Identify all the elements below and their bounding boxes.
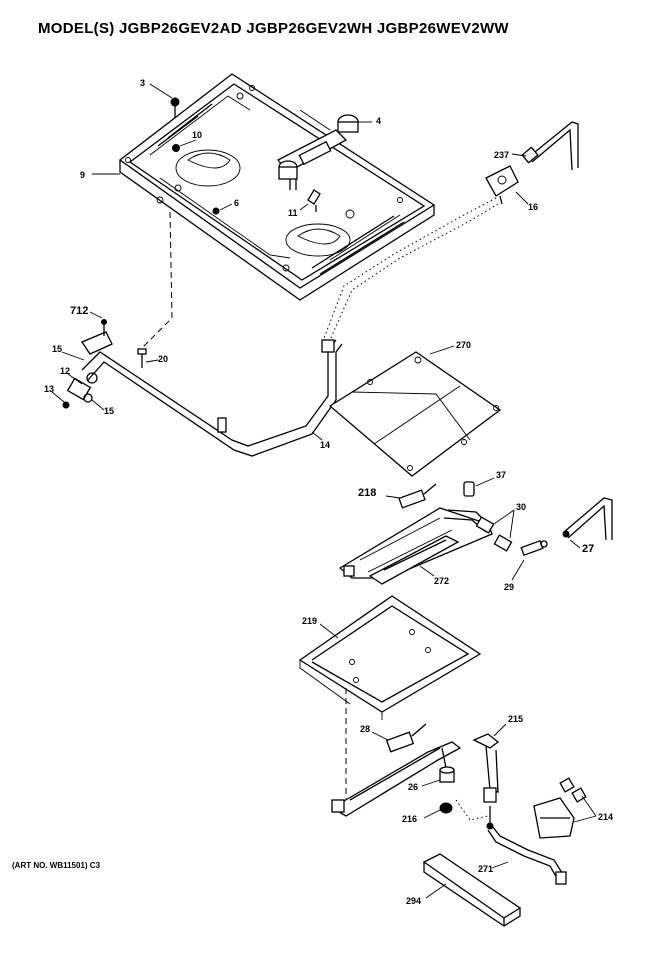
leader-lines [51, 83, 597, 899]
callout-270: 270 [456, 340, 471, 350]
callout-15-lower: 15 [104, 406, 114, 416]
burner-support-pan [118, 73, 436, 301]
orifice-tube-237 [485, 121, 579, 205]
callout-13: 13 [44, 384, 54, 394]
callout-16: 16 [528, 202, 538, 212]
callout-10: 10 [192, 130, 202, 140]
callout-26: 26 [408, 782, 418, 792]
bake-burner-group [338, 481, 613, 585]
callout-14: 14 [320, 440, 330, 450]
callout-216: 216 [402, 814, 417, 824]
callout-4: 4 [376, 116, 381, 126]
callout-27: 27 [582, 543, 594, 555]
heat-shield-270 [328, 351, 502, 477]
callout-12: 12 [60, 366, 70, 376]
callout-294: 294 [406, 896, 421, 906]
page-title: MODEL(S) JGBP26GEV2AD JGBP26GEV2WH JGBP2… [38, 20, 509, 37]
art-number: (ART NO. WB11501) C3 [12, 861, 101, 870]
callout-28: 28 [360, 724, 370, 734]
callout-11: 11 [288, 208, 298, 218]
callout-218-upper: 218 [358, 487, 376, 499]
callout-37: 37 [496, 470, 506, 480]
broil-burner-group [330, 723, 500, 826]
callout-271: 271 [478, 864, 493, 874]
callout-215: 215 [508, 714, 523, 724]
callout-712: 712 [70, 305, 88, 317]
manifold-pipe [62, 319, 343, 457]
callout-29: 29 [504, 582, 514, 592]
regulator-group [422, 777, 587, 927]
callout-272: 272 [434, 576, 449, 586]
callout-214: 214 [598, 812, 613, 822]
callout-219: 219 [302, 616, 317, 626]
callout-237: 237 [494, 150, 509, 160]
callout-labels: 3 4 9 10 6 11 237 16 712 15 12 13 15 20 … [44, 78, 613, 906]
callout-3: 3 [140, 78, 145, 88]
callout-15-upper: 15 [52, 344, 62, 354]
callout-9: 9 [80, 170, 85, 180]
broil-shield-219 [298, 595, 482, 720]
callout-6: 6 [234, 198, 239, 208]
callout-30: 30 [516, 502, 526, 512]
callout-20: 20 [158, 354, 168, 364]
